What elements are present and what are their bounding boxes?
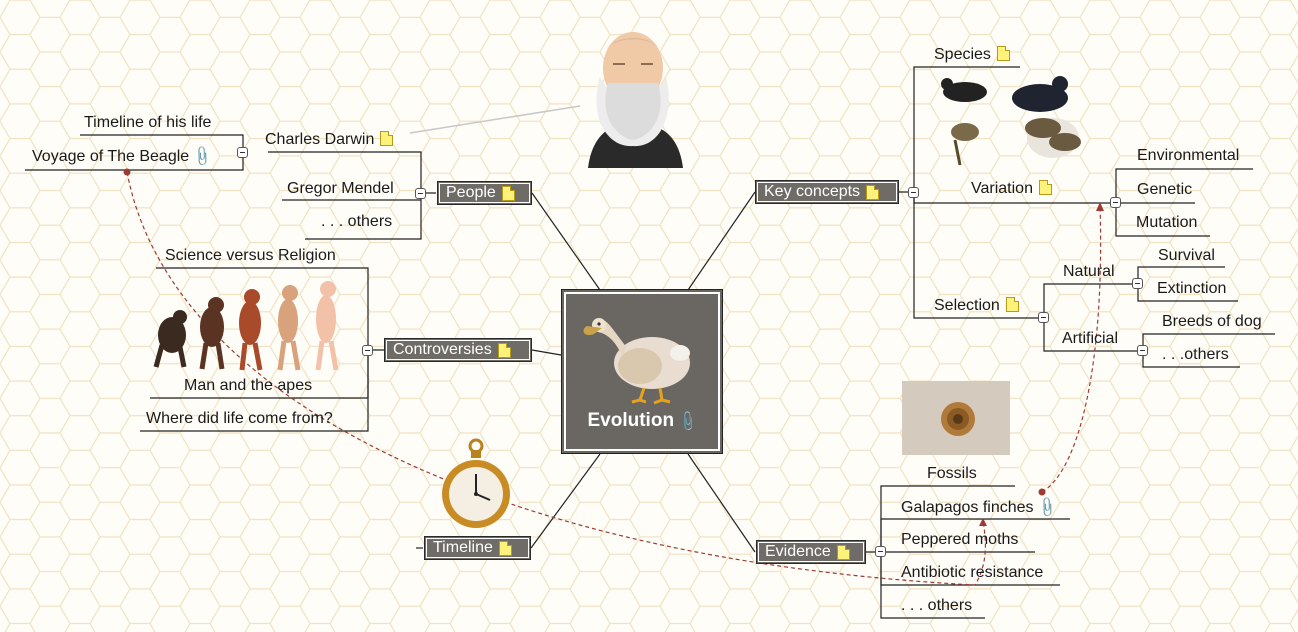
subtopic-where-life[interactable]: Where did life come from? bbox=[146, 410, 333, 427]
subtopic-environmental[interactable]: Environmental bbox=[1137, 147, 1240, 164]
subtopic-genetic[interactable]: Genetic bbox=[1137, 181, 1193, 198]
subtopic-voyage-beagle[interactable]: Voyage of The Beagle📎 bbox=[32, 144, 215, 168]
subtopic-selection-others[interactable]: . . .others bbox=[1162, 346, 1229, 363]
finches-image bbox=[941, 76, 1081, 166]
subtopic-artificial[interactable]: Artificial bbox=[1062, 330, 1119, 347]
subtopic-timeline-of-life[interactable]: Timeline of his life bbox=[84, 114, 212, 131]
subtopic-peppered-moths[interactable]: Peppered moths bbox=[901, 531, 1019, 548]
subtopic-fossils[interactable]: Fossils bbox=[927, 465, 977, 482]
topic-controversies[interactable]: Controversies bbox=[384, 338, 532, 362]
topic-evidence[interactable]: Evidence bbox=[756, 540, 866, 564]
note-icon[interactable] bbox=[866, 184, 880, 200]
subtopic-extinction[interactable]: Extinction bbox=[1157, 280, 1227, 297]
subtopic-galapagos-finches[interactable]: Galapagos finches📎 bbox=[901, 495, 1060, 519]
collapse-toggle[interactable] bbox=[908, 187, 919, 198]
subtopic-natural[interactable]: Natural bbox=[1063, 263, 1115, 280]
collapse-toggle[interactable] bbox=[1110, 197, 1121, 208]
subtopic-man-and-apes[interactable]: Man and the apes bbox=[184, 377, 313, 394]
note-icon[interactable] bbox=[497, 342, 511, 358]
collapse-toggle[interactable] bbox=[1137, 345, 1148, 356]
collapse-toggle[interactable] bbox=[1132, 278, 1143, 289]
subtopic-science-religion[interactable]: Science versus Religion bbox=[165, 247, 336, 264]
note-icon[interactable] bbox=[380, 131, 394, 146]
darwin-portrait-image bbox=[588, 32, 683, 168]
collapse-toggle[interactable] bbox=[362, 345, 373, 356]
central-title: Evolution📎 bbox=[587, 409, 700, 433]
subtopic-selection[interactable]: Selection bbox=[934, 296, 1019, 316]
note-icon[interactable] bbox=[996, 46, 1010, 61]
subtopic-breeds-of-dog[interactable]: Breeds of dog bbox=[1162, 313, 1262, 330]
pocket-watch-image bbox=[442, 438, 510, 528]
attachment-icon[interactable]: 📎 bbox=[676, 409, 700, 433]
subtopic-antibiotic-resistance[interactable]: Antibiotic resistance bbox=[901, 564, 1044, 581]
collapse-toggle[interactable] bbox=[415, 188, 426, 199]
topic-timeline[interactable]: Timeline bbox=[424, 536, 531, 560]
collapse-toggle[interactable] bbox=[1038, 312, 1049, 323]
dodo-image bbox=[583, 318, 690, 405]
subtopic-evidence-others[interactable]: . . . others bbox=[901, 597, 973, 614]
topic-people[interactable]: People bbox=[437, 181, 532, 205]
subtopic-survival[interactable]: Survival bbox=[1158, 247, 1215, 264]
subtopic-species[interactable]: Species bbox=[934, 45, 1010, 65]
subtopic-people-others[interactable]: . . . others bbox=[321, 213, 393, 230]
collapse-toggle[interactable] bbox=[237, 147, 248, 158]
subtopic-charles-darwin[interactable]: Charles Darwin bbox=[265, 130, 394, 150]
march-of-progress-image bbox=[153, 281, 339, 371]
note-icon[interactable] bbox=[1005, 297, 1019, 312]
note-icon[interactable] bbox=[498, 540, 512, 556]
subtopic-mutation[interactable]: Mutation bbox=[1136, 214, 1198, 231]
collapse-toggle[interactable] bbox=[875, 546, 886, 557]
central-topic[interactable]: Evolution📎 bbox=[561, 289, 723, 454]
subtopic-gregor-mendel[interactable]: Gregor Mendel bbox=[287, 180, 394, 197]
note-icon[interactable] bbox=[501, 185, 515, 201]
subtopic-variation[interactable]: Variation bbox=[971, 179, 1052, 199]
ammonite-fossil-image bbox=[902, 381, 1010, 455]
note-icon[interactable] bbox=[836, 544, 850, 560]
note-icon[interactable] bbox=[1038, 180, 1052, 195]
topic-key-concepts[interactable]: Key concepts bbox=[755, 180, 899, 204]
